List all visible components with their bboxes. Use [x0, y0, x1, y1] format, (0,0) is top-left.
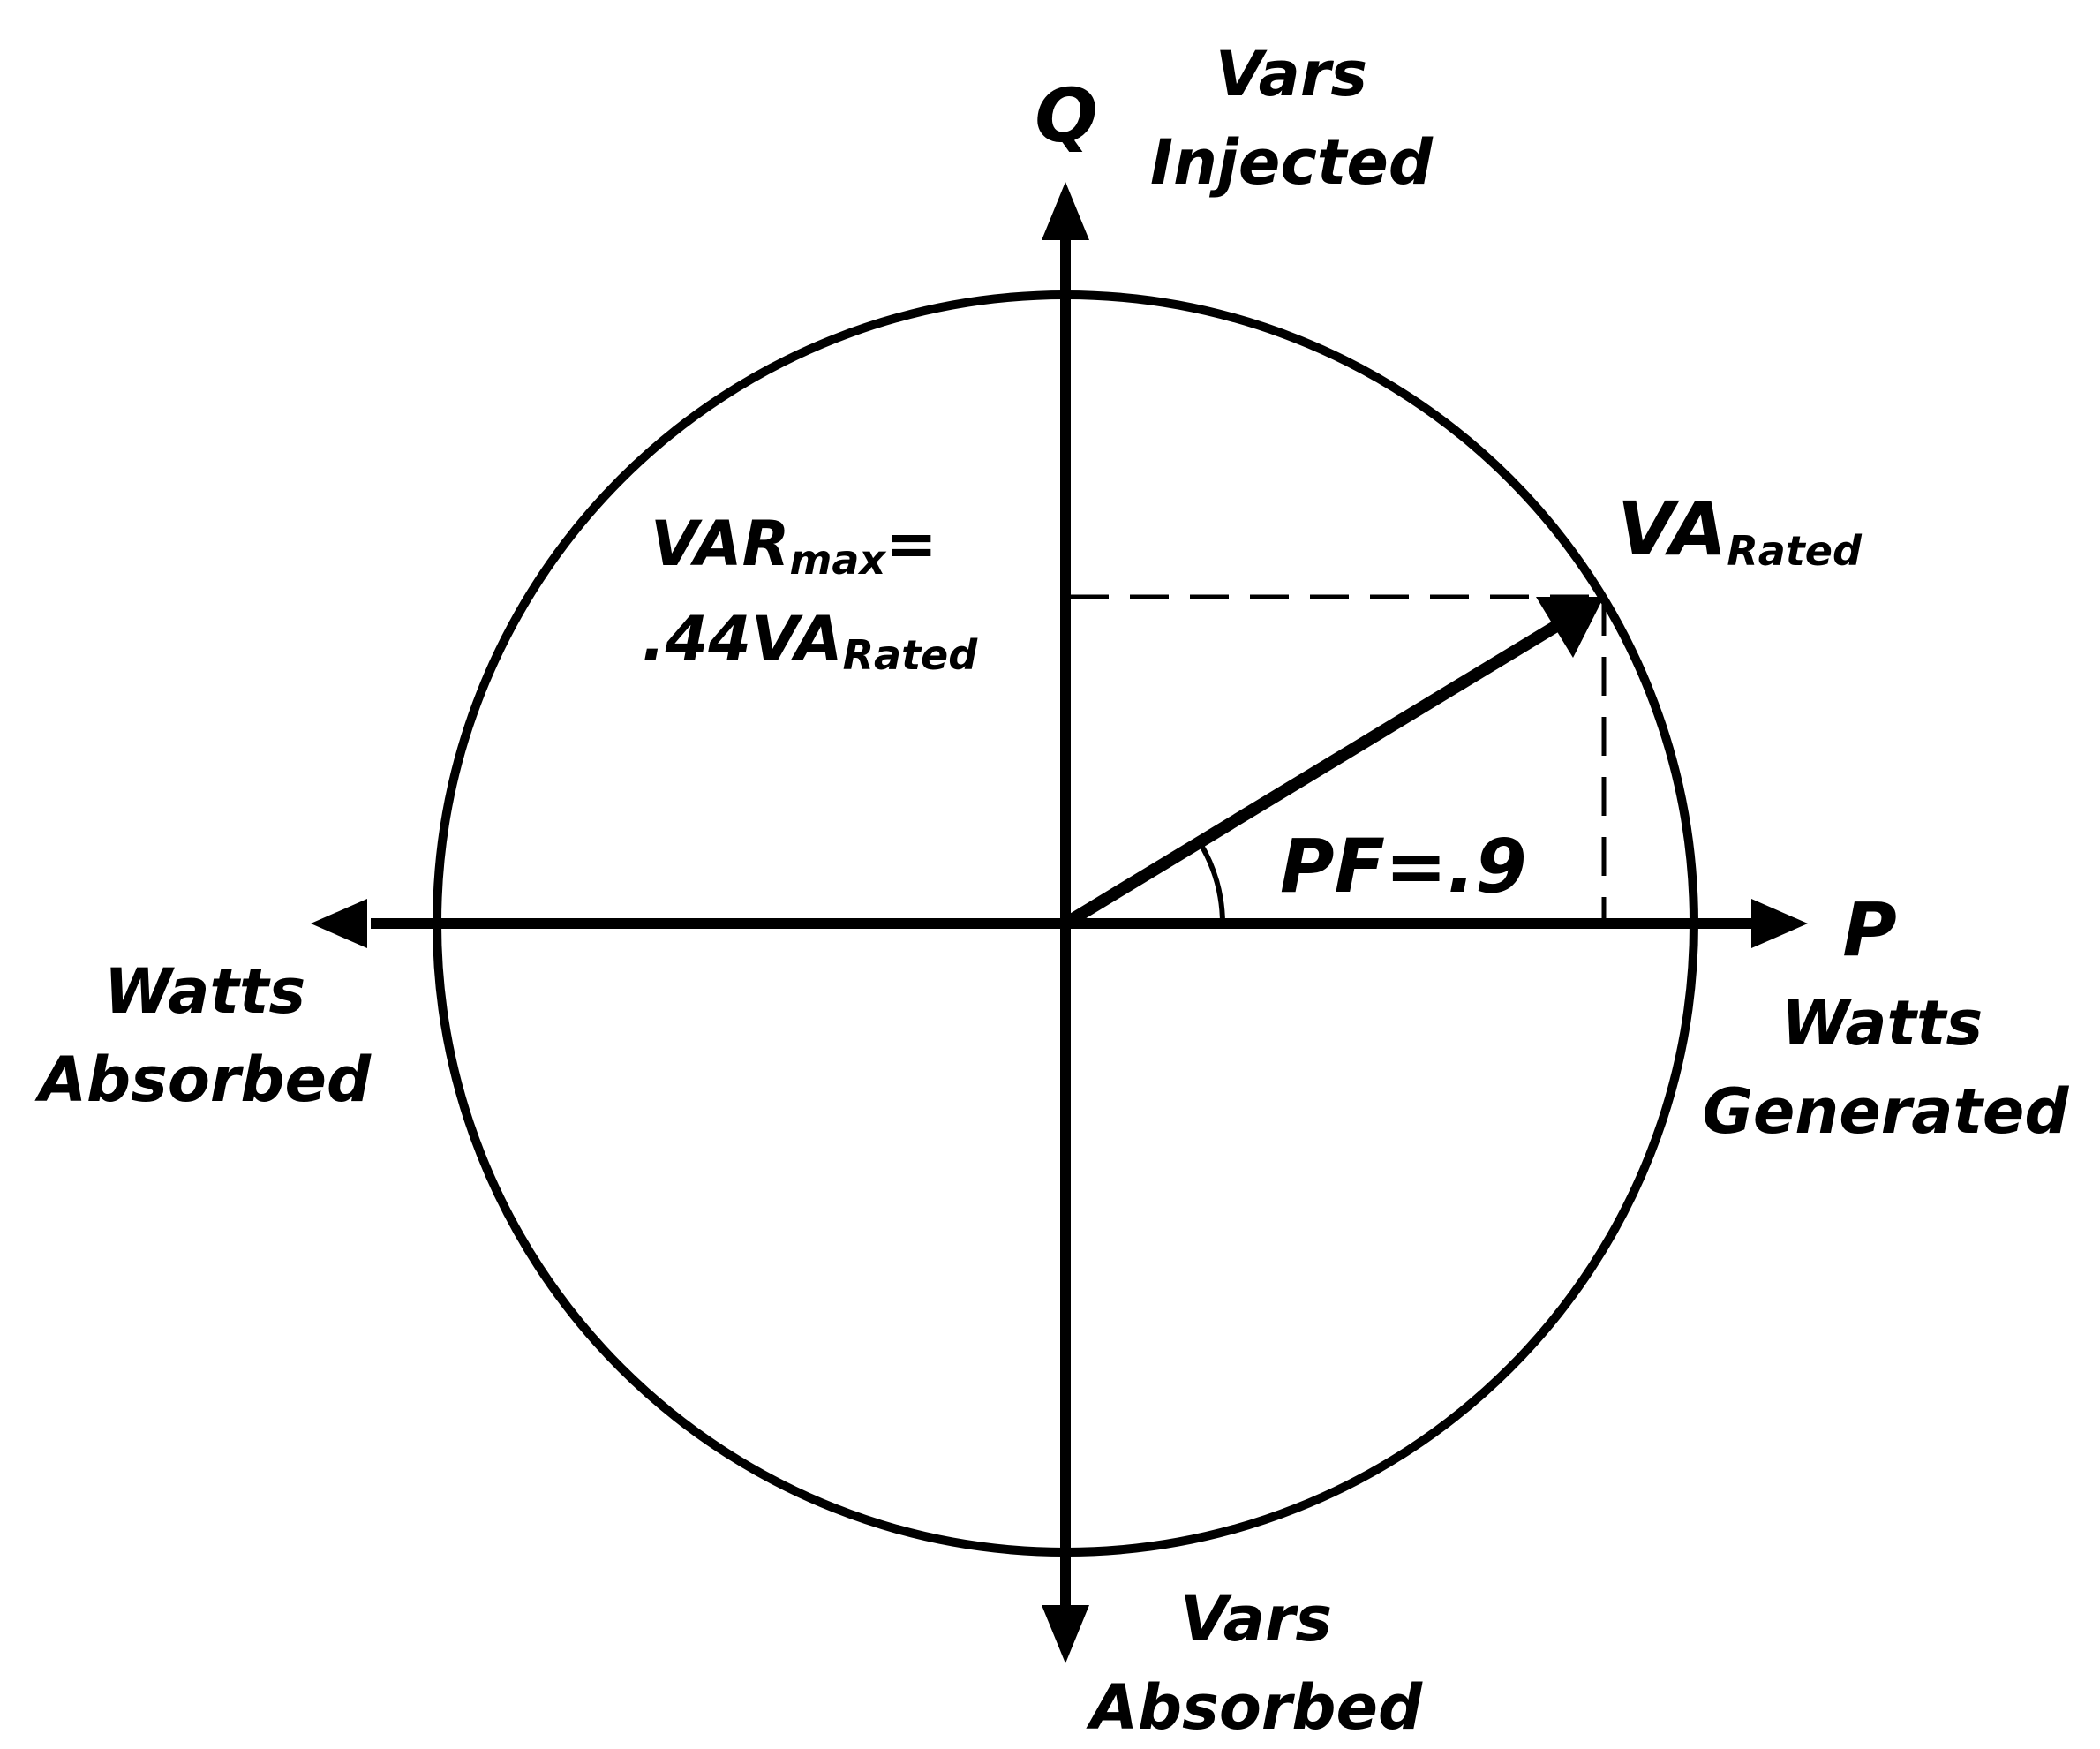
va-rated-vector-arrowhead	[1536, 597, 1604, 658]
var-max-label-line1: VARmax=	[651, 508, 937, 584]
va-rated-main: VA	[1617, 486, 1727, 572]
watts-generated-line2: Generated	[1702, 1075, 2069, 1148]
pf-angle-arc	[1197, 841, 1225, 924]
q-axis-arrow-down	[1042, 1605, 1089, 1663]
p-axis-arrow-left	[311, 899, 367, 948]
vars-injected-line2: Injected	[1150, 126, 1434, 199]
var-max-main: VAR	[651, 508, 790, 580]
var-max-equals: =	[885, 508, 937, 580]
q-axis-arrow-up	[1042, 182, 1089, 240]
var-max-subscript: max	[790, 536, 887, 584]
p-axis-arrow-right	[1751, 899, 1808, 948]
vars-absorbed-line2: Absorbed	[1086, 1671, 1423, 1744]
watts-generated-line1: Watts	[1781, 987, 1983, 1059]
vars-absorbed-line1: Vars	[1180, 1583, 1332, 1655]
watts-absorbed-line1: Watts	[104, 955, 305, 1028]
va-rated-subscript: Rated	[1727, 527, 1863, 575]
var-max-value-subscript: Rated	[843, 631, 979, 679]
var-max-label-line2: .44VARated	[642, 603, 978, 679]
var-max-value-main: .44VA	[642, 603, 843, 675]
p-axis-symbol: P	[1842, 886, 1897, 973]
va-rated-label: VARated	[1617, 486, 1863, 575]
q-axis-symbol: Q	[1035, 72, 1097, 159]
power-factor-label: PF=.9	[1280, 823, 1527, 909]
watts-absorbed-line2: Absorbed	[34, 1044, 372, 1116]
va-rated-vector	[1062, 613, 1573, 929]
vars-injected-line1: Vars	[1216, 38, 1367, 110]
